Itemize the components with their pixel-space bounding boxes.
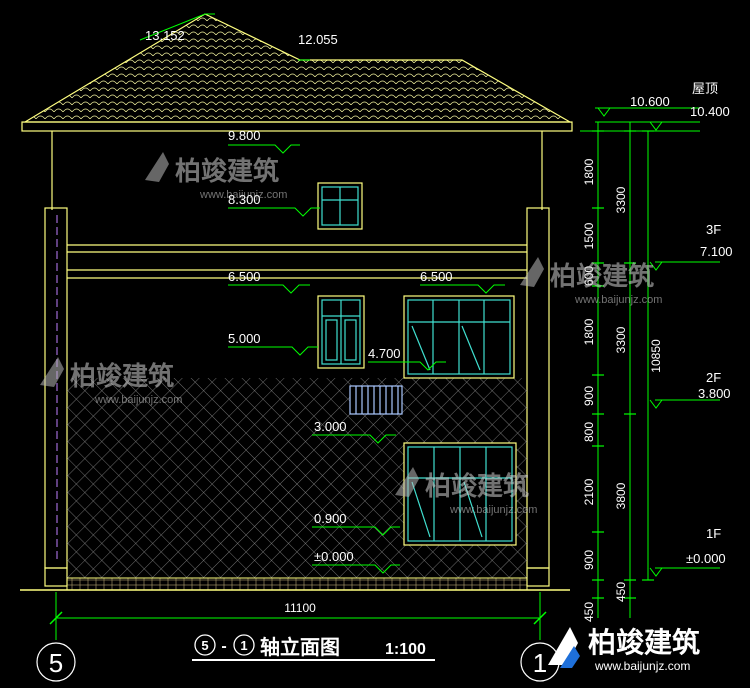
svg-text:1: 1 — [533, 648, 547, 678]
left-pilaster — [44, 207, 68, 569]
svg-text:www.baijunjz.com: www.baijunjz.com — [574, 294, 662, 306]
title-text: 轴立面图 — [260, 635, 340, 659]
elev-2f-top-left: 6.500 — [228, 269, 261, 284]
window-3f — [317, 182, 363, 230]
dim-900-bottom: 900 — [582, 550, 596, 570]
elev-1f-top: 3.000 — [314, 419, 347, 434]
title-from-axis: 5 — [201, 638, 208, 653]
dimension-texts: 1800 1500 600 1800 900 800 2100 900 450 … — [582, 158, 663, 622]
axis-bubble-5: 5 — [36, 642, 76, 682]
svg-text:www.baijunjz.com: www.baijunjz.com — [94, 394, 182, 406]
watermark-top: 柏竣建筑 www.baijunjz.com — [145, 152, 287, 201]
dim-1800-top: 1800 — [582, 158, 596, 185]
brand-logo-icon — [145, 152, 169, 182]
window-2f-left — [317, 295, 365, 369]
dim-1800-mid: 1800 — [582, 318, 596, 345]
svg-text:5: 5 — [49, 648, 63, 678]
brand-logo-icon — [40, 357, 64, 387]
level-roof-b: 10.400 — [690, 104, 730, 119]
elev-2f-sill-left: 5.000 — [228, 331, 261, 346]
balcony-rail — [349, 385, 403, 415]
dim-3300-mid: 3300 — [614, 326, 628, 353]
watermark-right: 柏竣建筑 www.baijunjz.com — [520, 257, 662, 306]
dim-450-right: 450 — [614, 582, 628, 602]
dim-450-left: 450 — [582, 602, 596, 622]
window-1f — [403, 442, 517, 546]
title-scale: 1:100 — [385, 641, 426, 658]
brand-logo-icon — [520, 257, 544, 287]
dim-total: 10850 — [649, 339, 663, 373]
dim-1500: 1500 — [582, 222, 596, 249]
level-3f: 7.100 — [700, 244, 733, 259]
brand-logo-icon — [395, 467, 419, 497]
title-to-axis: 1 — [240, 638, 247, 653]
svg-text:柏竣建筑: 柏竣建筑 — [70, 361, 174, 391]
brand-corner-url: www.baijunjz.com — [594, 659, 690, 673]
dim-width: 11100 — [284, 601, 316, 615]
level-1f-label: 1F — [706, 526, 721, 541]
watermark-left: 柏竣建筑 www.baijunjz.com — [40, 357, 182, 406]
elev-roof-top: 12.055 — [298, 32, 338, 47]
svg-text:柏竣建筑: 柏竣建筑 — [425, 471, 529, 501]
level-2f-label: 2F — [706, 370, 721, 385]
dim-2100: 2100 — [582, 478, 596, 505]
watermark-center: 柏竣建筑 www.baijunjz.com — [395, 467, 537, 516]
elev-ground: ±0.000 — [314, 549, 354, 564]
dim-3800: 3800 — [614, 482, 628, 509]
windows — [317, 182, 517, 546]
dim-600: 600 — [582, 266, 596, 286]
width-dimension — [49, 592, 547, 640]
level-1f: ±0.000 — [686, 551, 726, 566]
level-2f: 3.800 — [698, 386, 731, 401]
brand-corner: 柏竣建筑 www.baijunjz.com — [548, 626, 700, 673]
title-dash: - — [221, 638, 226, 655]
level-roof-a: 10.600 — [630, 94, 670, 109]
elev-1f-sill: 0.900 — [314, 511, 347, 526]
elev-ridge: 13.152 — [145, 28, 185, 43]
dimension-chains — [592, 122, 654, 618]
plinth — [66, 577, 528, 591]
level-labels: 屋顶 10.600 10.400 3F 7.100 2F 3.800 1F ±0… — [630, 81, 733, 566]
elev-2f-sill-right: 4.700 — [368, 346, 401, 361]
dim-3300-top: 3300 — [614, 186, 628, 213]
roof-fascia — [21, 121, 573, 132]
dim-900-mid: 900 — [582, 386, 596, 406]
svg-text:www.baijunjz.com: www.baijunjz.com — [449, 504, 537, 516]
svg-text:柏竣建筑: 柏竣建筑 — [550, 261, 654, 291]
level-roof-label: 屋顶 — [692, 81, 718, 96]
elevation-labels: 13.152 12.055 9.800 8.300 6.500 6.500 5.… — [145, 28, 453, 564]
brand-corner-name: 柏竣建筑 — [588, 626, 700, 658]
window-2f-right — [403, 295, 515, 379]
elev-eave: 9.800 — [228, 128, 261, 143]
level-3f-label: 3F — [706, 222, 721, 237]
svg-text:柏竣建筑: 柏竣建筑 — [175, 156, 279, 186]
drawing-title: 5 - 1 轴立面图 1:100 — [192, 634, 435, 661]
dim-800: 800 — [582, 422, 596, 442]
elev-2f-top-right: 6.500 — [420, 269, 453, 284]
elevation-leaders — [139, 13, 505, 574]
watermarks: 柏竣建筑 www.baijunjz.com 柏竣建筑 www.baijunjz.… — [40, 152, 662, 516]
brand-corner-accent-icon — [560, 646, 580, 668]
elev-3f-sill: 8.300 — [228, 192, 261, 207]
roof — [21, 13, 573, 132]
svg-text:www.baijunjz.com: www.baijunjz.com — [199, 189, 287, 201]
